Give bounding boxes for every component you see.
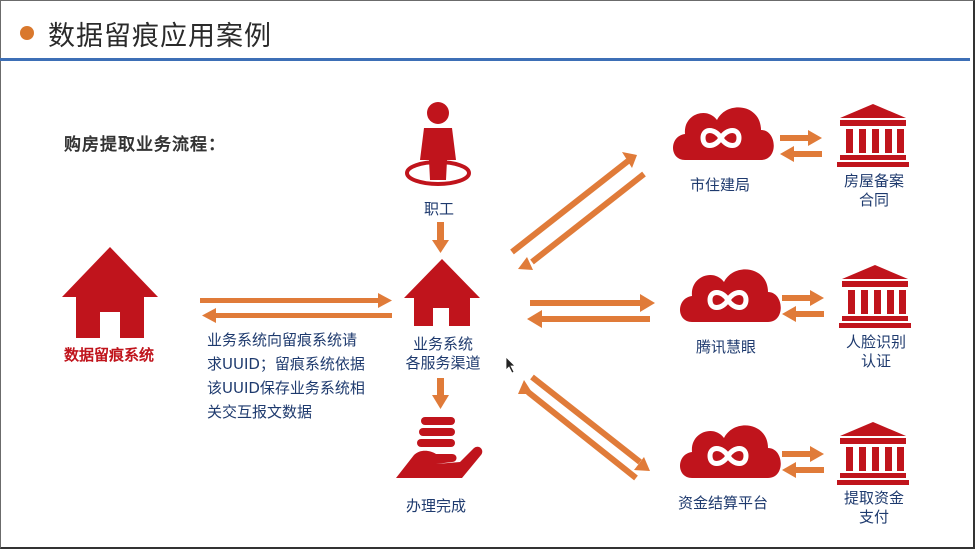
arrow-system-trace-exchange <box>200 293 392 323</box>
payment-label-line1: 提取资金 <box>843 489 904 507</box>
settlement-label: 资金结算平台 <box>678 494 769 512</box>
contract-bank-icon <box>837 104 909 167</box>
contract-label-line2: 合同 <box>858 191 889 209</box>
uuid-description-line: 求UUID；留痕系统依据 <box>207 355 365 373</box>
tencent-cloud-icon <box>680 269 781 322</box>
title-divider <box>0 58 970 61</box>
contract-label-line1: 房屋备案 <box>843 172 904 190</box>
arrow-system-housing-exchange <box>510 152 646 270</box>
uuid-description-line: 该UUID保存业务系统相 <box>207 379 365 397</box>
arrow-housing-contract-exchange <box>780 130 822 162</box>
payment-label: 提取资金 支付 <box>836 489 912 527</box>
payment-label-line2: 支付 <box>858 508 889 526</box>
done-label: 办理完成 <box>406 497 467 515</box>
mouse-cursor-icon <box>505 356 516 374</box>
arrow-employee-to-system <box>432 222 449 253</box>
trace-system-house-icon <box>62 247 158 338</box>
housing-bureau-cloud-icon <box>673 107 774 160</box>
housing-bureau-label: 市住建局 <box>690 176 751 194</box>
arrow-tencent-face-exchange <box>782 290 824 322</box>
uuid-description-line: 业务系统向留痕系统请 <box>207 331 358 349</box>
title-bullet-icon <box>20 26 34 40</box>
business-system-label-line2: 各服务渠道 <box>405 354 481 372</box>
employee-label: 职工 <box>424 200 455 218</box>
contract-label: 房屋备案 合同 <box>836 172 912 210</box>
trace-system-label: 数据留痕系统 <box>64 346 155 364</box>
done-hand-coins-icon <box>396 417 483 478</box>
face-auth-label-line2: 认证 <box>860 352 891 370</box>
process-subtitle: 购房提取业务流程： <box>64 135 226 155</box>
arrow-system-tencent-exchange <box>527 294 655 328</box>
tencent-label: 腾讯慧眼 <box>696 338 757 356</box>
face-auth-label: 人脸识别 认证 <box>838 333 914 371</box>
face-auth-label-line1: 人脸识别 <box>845 333 906 351</box>
business-system-house-icon <box>404 259 480 326</box>
business-system-label: 业务系统 各服务渠道 <box>395 335 491 373</box>
settlement-cloud-icon <box>680 425 781 478</box>
payment-bank-icon <box>837 422 909 485</box>
arrow-settlement-pay-exchange <box>782 446 824 478</box>
page-title: 数据留痕应用案例 <box>48 21 272 52</box>
uuid-description-line: 关交互报文数据 <box>207 403 313 421</box>
face-auth-bank-icon <box>839 265 911 328</box>
arrow-system-to-done <box>432 378 449 409</box>
uuid-description: 业务系统向留痕系统请 求UUID；留痕系统依据 该UUID保存业务系统相 关交互… <box>207 328 365 424</box>
employee-person-icon <box>405 102 471 186</box>
arrow-system-settlement-exchange <box>518 374 650 481</box>
business-system-label-line1: 业务系统 <box>412 335 473 353</box>
